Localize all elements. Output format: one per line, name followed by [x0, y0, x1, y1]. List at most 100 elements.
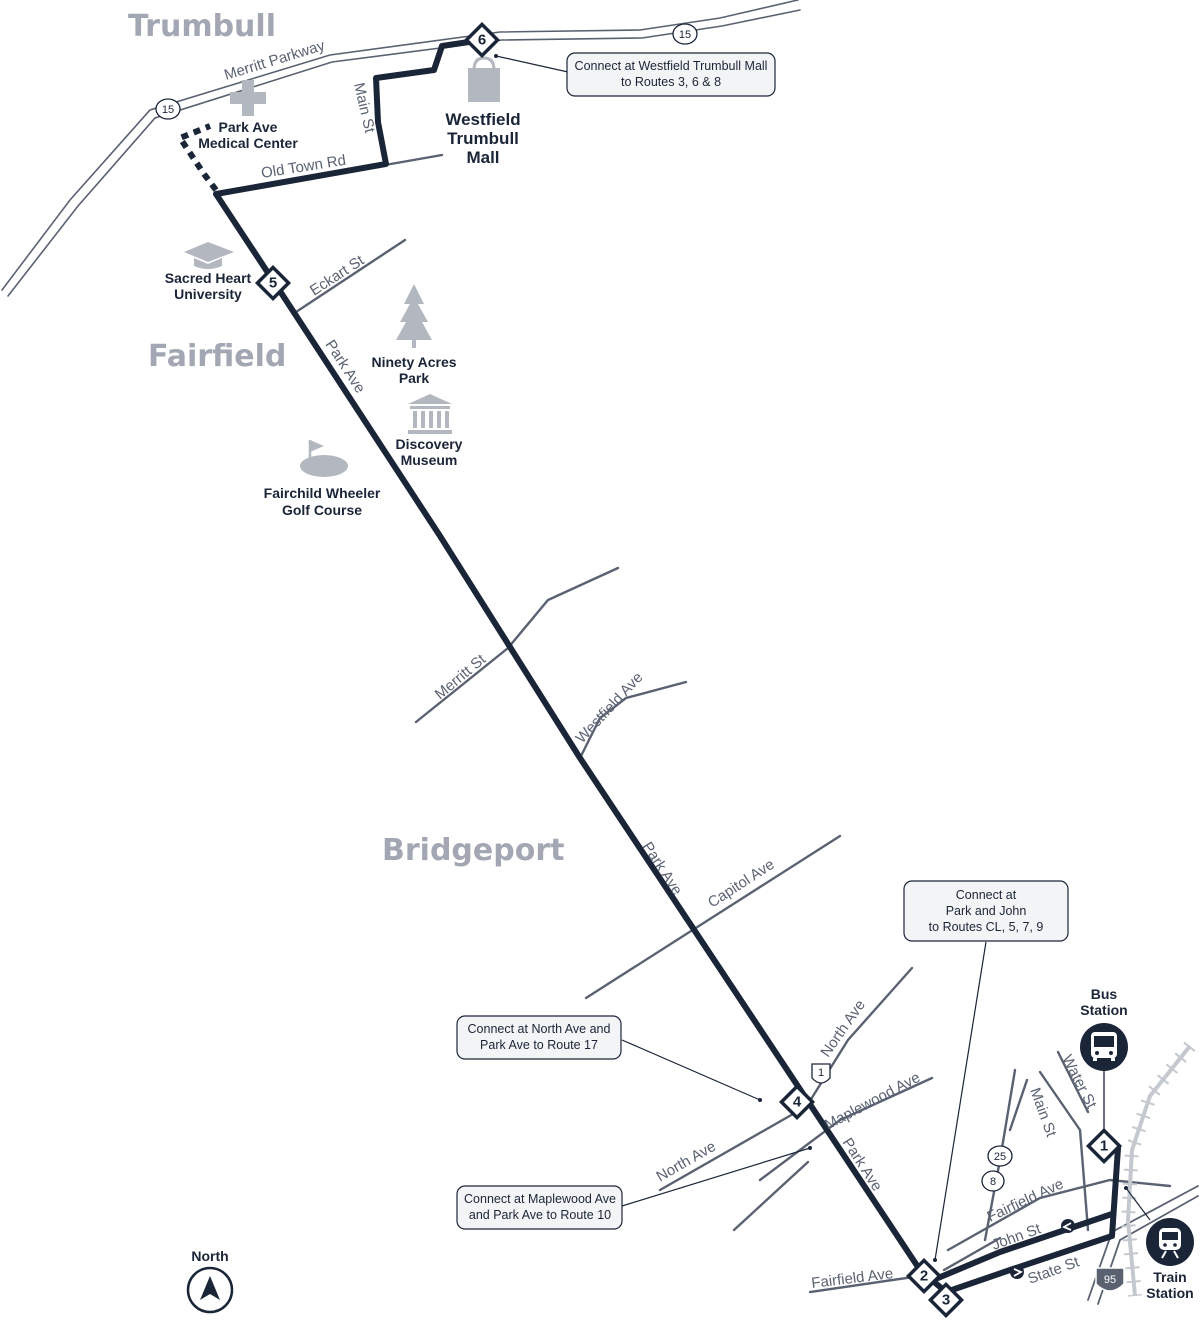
callout-mall-line-1: Connect at Westfield Trumbull Mall — [575, 59, 768, 73]
merritt-parkway-road — [1, 0, 799, 291]
stop-number-1: 1 — [1100, 1138, 1108, 1155]
street-label-fairfield-ave-west: Fairfield Ave — [810, 1265, 894, 1292]
bus-route — [175, 37, 1121, 1295]
town-label-trumbull: Trumbull — [128, 9, 276, 44]
train-icon — [1159, 1228, 1181, 1259]
medical-center-label: Park Ave Medical Center — [198, 119, 298, 151]
route15-shield-east-label: 15 — [679, 29, 691, 41]
callout-maplewood-line-1: Connect at Maplewood Ave — [464, 1192, 616, 1206]
callout-park-john-line-2: Park and John — [946, 904, 1027, 918]
stop-marker-3[interactable]: 3 — [927, 1281, 965, 1319]
eckart-st-road — [294, 238, 407, 314]
mall-line-3: Mall — [466, 148, 499, 167]
shopping-bag-icon — [468, 56, 500, 102]
leader-north-ave — [621, 1039, 761, 1101]
stop-marker-4[interactable]: 4 — [778, 1083, 816, 1121]
stop-number-6: 6 — [478, 32, 486, 49]
fairfield-ave-east-road — [946, 1178, 1172, 1252]
sacred-heart-label: Sacred Heart University — [165, 270, 252, 302]
bus-station[interactable]: Bus Station — [1080, 986, 1128, 1071]
i95-shield: 95 — [1095, 1267, 1125, 1292]
direction-arrow-state-st — [1010, 1265, 1024, 1279]
train-station[interactable]: Train Station — [1146, 1218, 1194, 1301]
north-indicator: North — [186, 1248, 234, 1314]
train-station-line-2: Station — [1146, 1285, 1193, 1301]
golf-line-2: Golf Course — [282, 502, 362, 518]
golf-label: Fairchild Wheeler Golf Course — [264, 485, 381, 518]
callout-park-john: Connect at Park and John to Routes CL, 5… — [903, 880, 1069, 942]
callout-maplewood: Connect at Maplewood Ave and Park Ave to… — [456, 1185, 623, 1230]
fairfield-ave-west-road — [808, 1274, 922, 1294]
sacred-heart-line-1: Sacred Heart — [165, 270, 252, 286]
town-label-bridgeport: Bridgeport — [382, 833, 564, 868]
museum-icon — [408, 394, 452, 434]
medical-center-line-1: Park Ave — [219, 119, 278, 135]
north-label: North — [191, 1248, 228, 1264]
street-label-north-ave-upper: North Ave — [817, 997, 869, 1060]
callout-north-ave-line-2: Park Ave to Route 17 — [480, 1038, 598, 1052]
railroad-ties — [1120, 1041, 1196, 1297]
capitol-ave-road — [584, 834, 842, 1000]
callout-mall-line-2: to Routes 3, 6 & 8 — [621, 75, 721, 89]
ninety-acres-label: Ninety Acres Park — [371, 354, 456, 386]
us1-shield: 1 — [811, 1063, 831, 1084]
ninety-acres-line-1: Ninety Acres — [371, 354, 456, 370]
route25-shield: 25 — [987, 1145, 1013, 1167]
merritt-st-road — [414, 566, 620, 724]
town-label-fairfield: Fairfield — [148, 339, 286, 374]
tree-icon — [396, 284, 432, 348]
golf-line-1: Fairchild Wheeler — [264, 485, 381, 501]
cross-icon — [230, 80, 266, 116]
route-dotted-spur — [175, 123, 219, 192]
callout-park-john-line-3: to Routes CL, 5, 7, 9 — [929, 920, 1044, 934]
leader-maplewood-dot — [808, 1146, 812, 1150]
bus-station-line-1: Bus — [1091, 986, 1118, 1002]
stop-number-2: 2 — [920, 1268, 928, 1285]
discovery-line-1: Discovery — [396, 436, 463, 452]
route25-road — [1038, 1070, 1090, 1232]
direction-arrow-state-st-glyph — [1013, 1268, 1024, 1277]
bus-station-line-2: Station — [1080, 1002, 1127, 1018]
street-label-eckart-st: Eckart St — [307, 252, 368, 300]
stop-number-4: 4 — [793, 1094, 802, 1111]
street-label-maplewood-ave: Maplewood Ave — [822, 1069, 923, 1134]
discovery-line-2: Museum — [401, 452, 458, 468]
stop-marker-6[interactable]: 6 — [463, 21, 501, 59]
leader-park-john-dot — [933, 1258, 937, 1262]
train-station-line-1: Train — [1153, 1269, 1186, 1285]
stop-marker-2[interactable]: 2 — [905, 1257, 943, 1295]
callout-leaders — [495, 55, 987, 1261]
callout-north-ave-line-1: Connect at North Ave and — [468, 1022, 611, 1036]
us1-shield-label: 1 — [818, 1067, 824, 1079]
old-town-rd-road — [383, 153, 444, 167]
mall-label: Westfield Trumbull Mall — [445, 110, 520, 167]
discovery-label: Discovery Museum — [396, 436, 463, 468]
i95-shield-label: 95 — [1104, 1274, 1116, 1286]
callout-mall: Connect at Westfield Trumbull Mall to Ro… — [566, 52, 776, 97]
north-ave-lower-road — [658, 1108, 802, 1192]
stop-marker-1[interactable]: 1 — [1085, 1127, 1123, 1165]
callout-park-john-line-1: Connect at — [956, 888, 1017, 902]
mall-line-1: Westfield — [445, 110, 520, 129]
route15-shield-east: 15 — [672, 23, 698, 45]
graduation-cap-icon — [184, 242, 234, 269]
route15-shield-west-label: 15 — [162, 104, 174, 116]
route25-shield-label: 25 — [994, 1151, 1006, 1163]
westfield-ave-road — [578, 680, 688, 760]
ninety-acres-line-2: Park — [399, 370, 430, 386]
route8-shield: 8 — [981, 1170, 1005, 1192]
sacred-heart-line-2: University — [174, 286, 242, 302]
callout-north-ave: Connect at North Ave and Park Ave to Rou… — [456, 1015, 622, 1060]
maplewood-ave-road — [758, 1076, 934, 1182]
john-st-road — [942, 1236, 1002, 1272]
main-st-road-2 — [1008, 1078, 1029, 1132]
train-connector — [1125, 1187, 1151, 1221]
direction-arrow-john-st-glyph — [1061, 1222, 1072, 1231]
medical-center-line-2: Medical Center — [198, 135, 298, 151]
water-st-road — [1056, 1050, 1090, 1114]
stop-marker-5[interactable]: 5 — [254, 264, 292, 302]
bus-icon — [1091, 1032, 1117, 1061]
merritt-parkway-road-edge — [7, 9, 801, 297]
golf-flag-icon — [300, 440, 348, 477]
railroad — [1120, 1041, 1196, 1297]
